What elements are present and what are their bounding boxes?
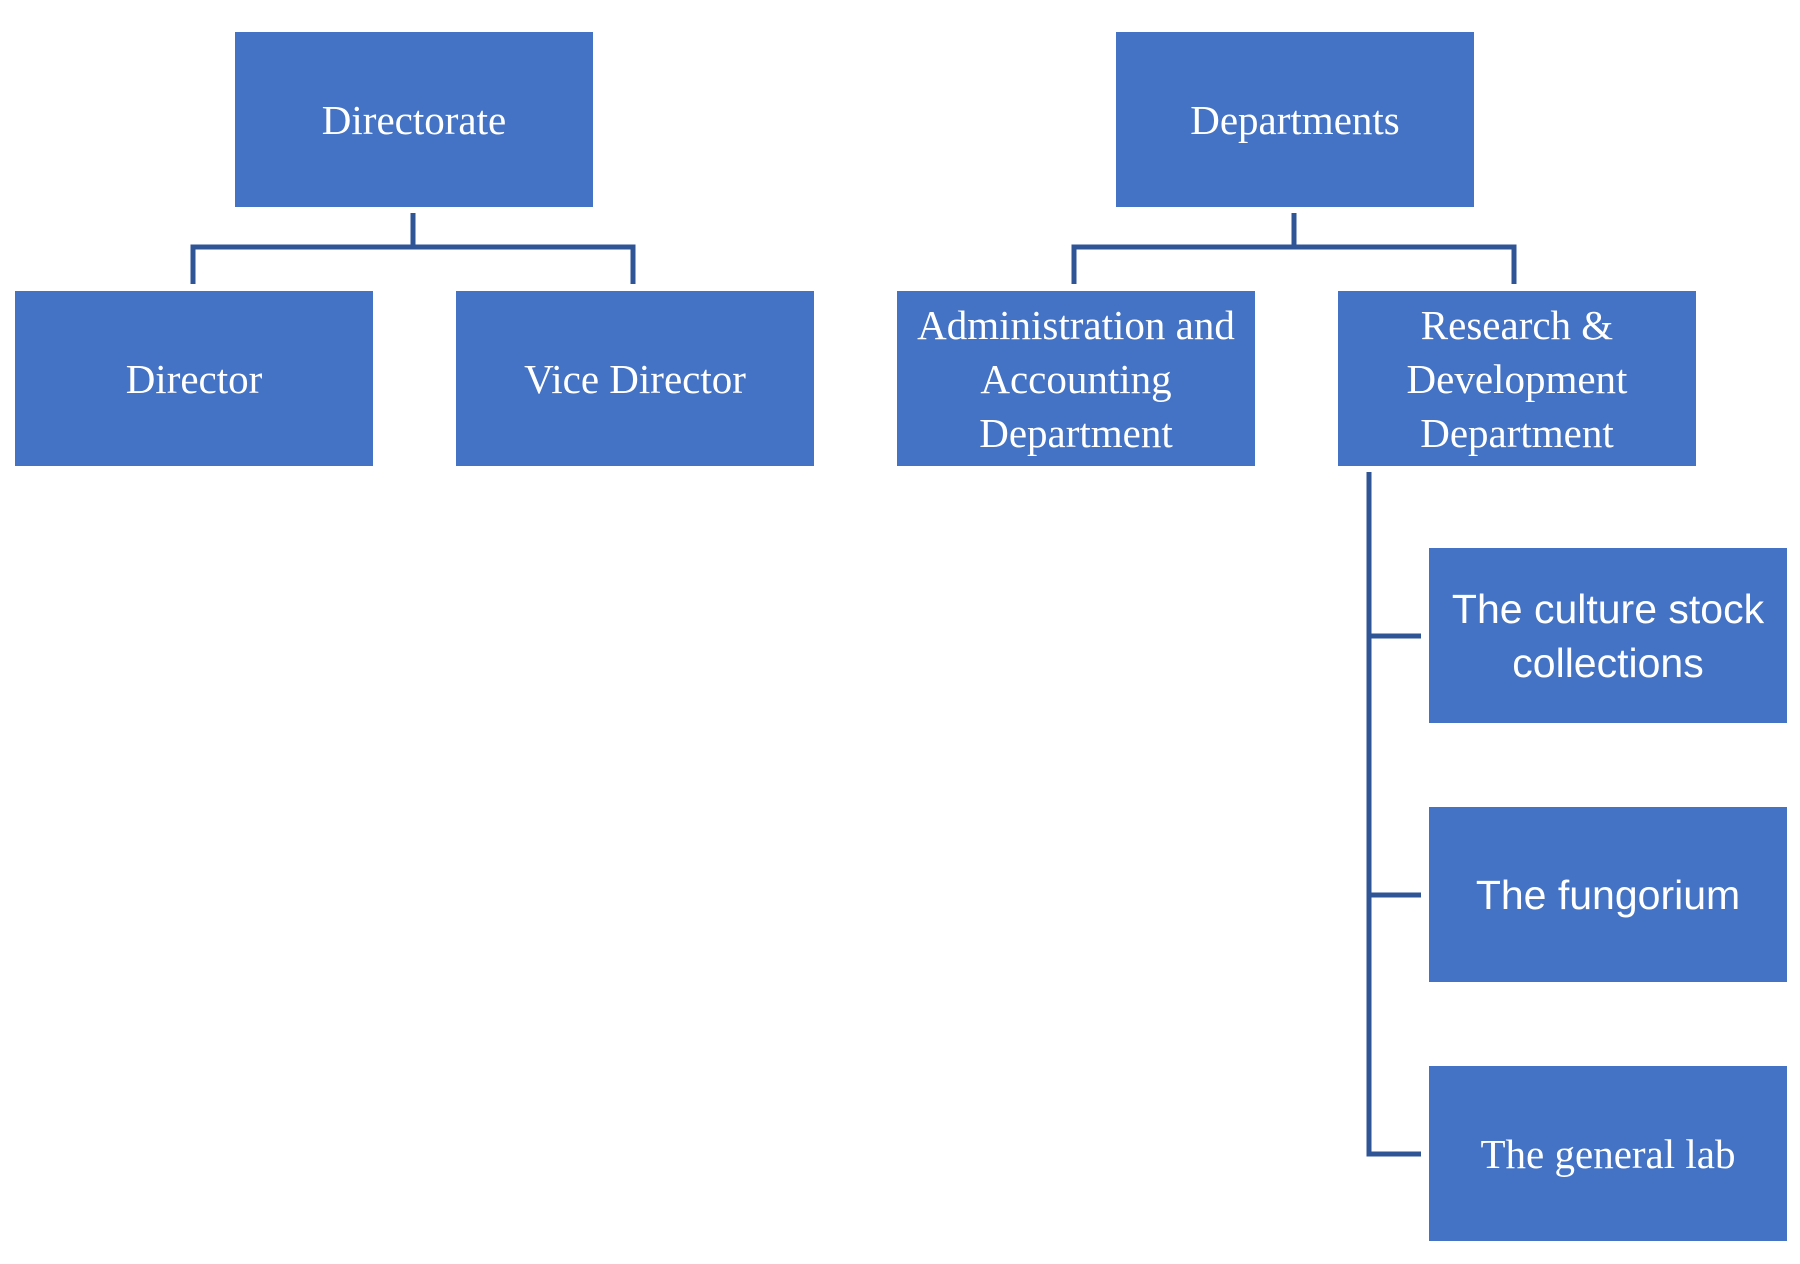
culture-stock-box: The culture stock collections [1429,548,1787,723]
fungorium-label: The fungorium [1475,871,1741,918]
director-label: Director [125,355,263,402]
rnd-sublist-connector [1366,472,1421,1157]
general-lab-box: The general lab [1429,1066,1787,1241]
directorate-connector [190,213,636,284]
rnd-department-label: Research & Development Department [1406,301,1628,456]
vice-director-box: Vice Director [456,291,814,466]
rnd-department-box: Research & Development Department [1338,291,1696,466]
directorate-label: Directorate [321,96,507,143]
fungorium-box: The fungorium [1429,807,1787,982]
departments-box: Departments [1116,32,1474,207]
admin-accounting-label: Administration and Accounting Department [917,301,1235,456]
culture-stock-label: The culture stock collections [1451,585,1765,686]
departments-connector [1071,213,1517,284]
general-lab-label: The general lab [1480,1130,1736,1177]
director-box: Director [15,291,373,466]
departments-label: Departments [1190,96,1400,143]
directorate-box: Directorate [235,32,593,207]
admin-accounting-box: Administration and Accounting Department [897,291,1255,466]
vice-director-label: Vice Director [524,355,746,402]
